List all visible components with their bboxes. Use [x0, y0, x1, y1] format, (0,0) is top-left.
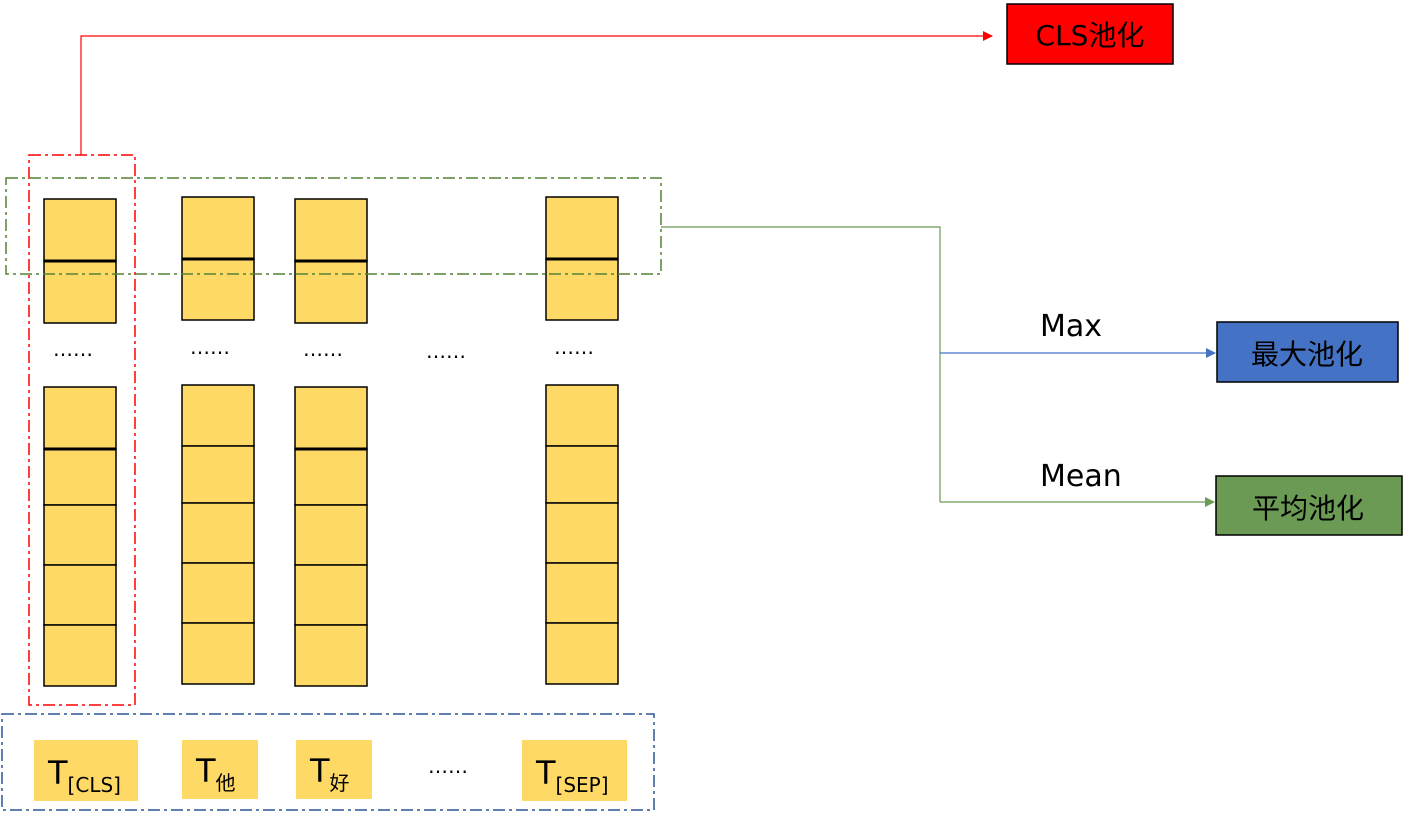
cell	[545, 196, 619, 260]
column-ellipsis: ……	[53, 337, 93, 361]
max-pooling-box: 最大池化	[1216, 321, 1399, 383]
token-label: T[CLS]	[47, 754, 121, 797]
cell	[294, 564, 368, 626]
cell	[43, 564, 117, 626]
cell	[545, 562, 619, 624]
branch-line	[661, 226, 941, 502]
token-sep: T[SEP]	[522, 740, 627, 801]
cell	[545, 445, 619, 504]
token-sub: [CLS]	[68, 773, 121, 797]
token-label: T[SEP]	[535, 754, 609, 797]
token-sub: [SEP]	[556, 773, 609, 797]
mean-pooling-label: 平均池化	[1252, 492, 1364, 525]
cell	[294, 386, 368, 450]
token-box	[522, 740, 627, 801]
token-main: T	[195, 752, 216, 790]
cell	[181, 445, 255, 504]
column-hao: ……	[294, 198, 368, 687]
cell	[43, 624, 117, 687]
cell	[294, 504, 368, 566]
token-label: T他	[195, 752, 236, 795]
cell	[43, 448, 117, 506]
cell	[181, 258, 255, 321]
token-main: T	[309, 752, 330, 790]
token-sub: 他	[216, 771, 236, 795]
token-hao: T好	[296, 740, 372, 799]
mean-label: Mean	[1040, 459, 1122, 494]
cell	[545, 384, 619, 447]
cell	[545, 622, 619, 685]
column-cls: ……	[43, 198, 117, 687]
column-ta: ……	[181, 196, 255, 685]
column-sep: ……	[545, 196, 619, 685]
max-pooling-label: 最大池化	[1251, 338, 1363, 371]
cell	[545, 258, 619, 321]
column-ellipsis: ……	[190, 335, 230, 359]
token-row-frame	[1, 713, 655, 811]
cell	[181, 196, 255, 260]
token-main: T	[47, 754, 68, 792]
cell	[294, 624, 368, 687]
cls-pooling-bg	[1006, 3, 1174, 65]
cell	[43, 198, 117, 262]
token-label: T好	[309, 752, 350, 795]
cls-arrow	[80, 31, 993, 155]
cell	[43, 386, 117, 450]
cell	[545, 502, 619, 564]
cls-pooling-box: CLS池化	[1006, 3, 1174, 65]
cell	[181, 622, 255, 685]
token-ellipsis: ……	[428, 754, 468, 778]
token-cls: T[CLS]	[34, 740, 138, 801]
cls-column-frame	[28, 154, 136, 706]
token-box	[34, 740, 138, 801]
cell	[181, 562, 255, 624]
cell	[294, 260, 368, 324]
cell	[43, 504, 117, 566]
token-ta: T他	[182, 740, 258, 799]
max-label: Max	[1040, 309, 1102, 344]
middle-ellipsis: ……	[426, 339, 466, 363]
token-box	[182, 740, 258, 799]
cls-pooling-label: CLS池化	[1036, 19, 1145, 52]
top-row-frame	[5, 177, 662, 275]
mean-pooling-bg	[1215, 475, 1403, 536]
token-box	[296, 740, 372, 799]
column-ellipsis: ……	[303, 337, 343, 361]
column-ellipsis: ……	[554, 335, 594, 359]
token-sub: 好	[330, 771, 350, 795]
cell	[43, 260, 117, 324]
mean-pooling-box: 平均池化	[1215, 475, 1403, 536]
max-pooling-bg	[1216, 321, 1399, 383]
cell	[294, 198, 368, 262]
cell	[294, 448, 368, 506]
token-main: T	[535, 754, 556, 792]
cell	[181, 384, 255, 447]
cell	[181, 502, 255, 564]
